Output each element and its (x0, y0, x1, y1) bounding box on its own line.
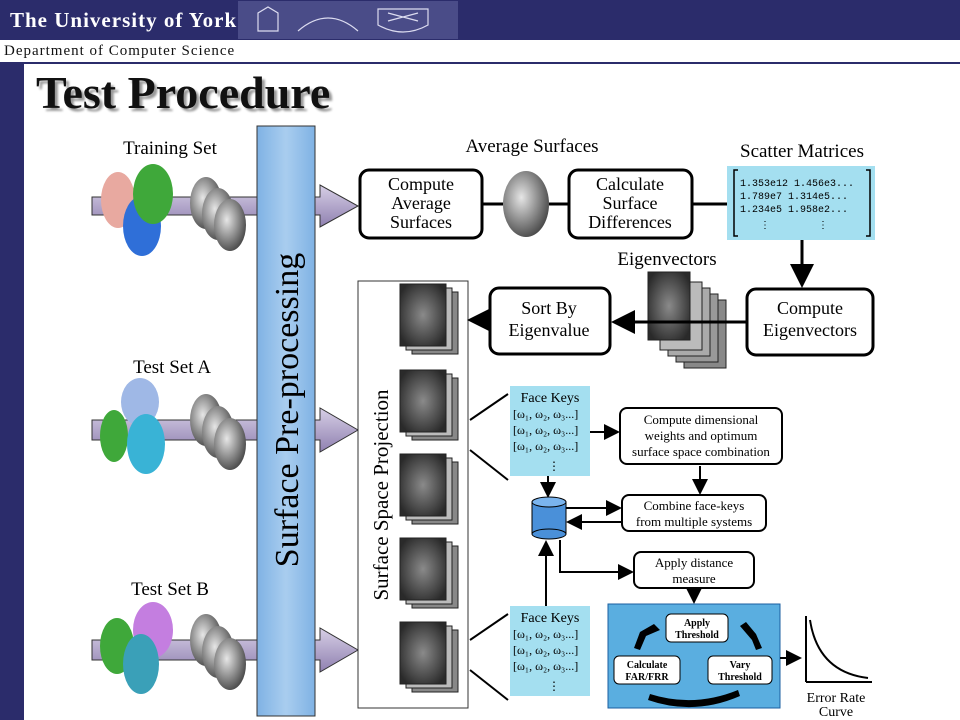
face-keys-b-title: Face Keys (521, 611, 580, 626)
scatter-matrix (727, 166, 875, 240)
test-b-faces (100, 602, 246, 694)
face-key-row: [ω₁, ω₂, ω₃...] (513, 627, 578, 641)
face-key-row: [ω₁, ω₂, ω₃...] (513, 659, 578, 673)
compute-eigen-line-1: Compute (777, 298, 843, 318)
compute-average-line-3: Surfaces (390, 212, 452, 232)
vary-threshold-box (707, 655, 773, 685)
test-a-faces (100, 378, 246, 474)
test-set-b-label: Test Set B (131, 579, 209, 600)
combine-keys-line-1: Combine face-keys (644, 498, 745, 513)
matrix-dots: ⋮ (818, 221, 828, 232)
compute-weights-line-3: surface space combination (632, 444, 770, 459)
sort-eigen-line-2: Eigenvalue (509, 320, 590, 340)
loop-arrows (634, 622, 762, 708)
calculate-far-line-2: FAR/FRR (625, 672, 669, 683)
matrix-row: 1.353e12 1.456e3... (740, 179, 854, 190)
eigenvector-stack (647, 271, 727, 369)
face-keys-a (510, 386, 590, 476)
compute-average-line-2: Average (391, 193, 451, 213)
calculate-far-box (613, 655, 681, 685)
compute-average-line-1: Compute (388, 174, 454, 194)
compute-weights-line-1: Compute dimensional (644, 412, 759, 427)
face-key-dots: ⋮ (548, 459, 560, 473)
average-surfaces-label: Average Surfaces (465, 136, 598, 157)
test-set-a-label: Test Set A (133, 357, 211, 378)
slide-title: Test Procedure (36, 67, 331, 118)
apply-threshold-box (665, 613, 729, 643)
vary-threshold-line-1: Vary (730, 660, 751, 671)
combine-keys-box (621, 494, 767, 532)
department-bar: Department of Computer Science (0, 40, 960, 64)
connector (469, 669, 509, 701)
connector (469, 449, 509, 481)
matrix-dots: ⋮ (760, 221, 770, 232)
crest-icon (238, 1, 458, 39)
department-name: Department of Computer Science (4, 43, 236, 59)
apply-distance-line-1: Apply distance (655, 555, 734, 570)
face-keys-b (510, 606, 590, 696)
error-rate-chart (805, 616, 872, 683)
preprocessing-label: Surface Pre-processing (269, 253, 306, 567)
compute-eigen-line-2: Eigenvectors (763, 320, 857, 340)
average-face-icon (503, 171, 549, 237)
training-faces (101, 164, 246, 256)
database-icon (531, 496, 567, 540)
face-key-row: [ω₁, ω₂, ω₃...] (513, 423, 578, 437)
matrix-row: 1.234e5 1.958e2... (740, 205, 848, 216)
calc-differences-line-3: Differences (588, 212, 672, 232)
matrix-row: 1.789e7 1.314e5... (740, 192, 848, 203)
face-key-row: [ω₁, ω₂, ω₃...] (513, 439, 578, 453)
eigenvectors-label: Eigenvectors (617, 249, 716, 270)
face-key-row: [ω₁, ω₂, ω₃...] (513, 407, 578, 421)
arrow (559, 540, 634, 580)
matrix-brackets (733, 169, 871, 237)
apply-threshold-line-2: Threshold (675, 630, 719, 641)
face-key-row: [ω₁, ω₂, ω₃...] (513, 643, 578, 657)
side-bar (0, 64, 24, 720)
error-rate-line-1: Error Rate (807, 691, 866, 706)
scatter-matrices-label: Scatter Matrices (740, 141, 864, 162)
apply-threshold-line-1: Apply (684, 618, 710, 629)
sort-eigen-line-1: Sort By (521, 298, 577, 318)
combine-keys-line-2: from multiple systems (636, 514, 752, 529)
error-rate-line-2: Curve (819, 705, 853, 720)
connector (469, 613, 509, 641)
face-keys-a-title: Face Keys (521, 391, 580, 406)
university-name: The University of York (10, 8, 238, 32)
calculate-far-line-1: Calculate (627, 660, 668, 671)
training-set-label: Training Set (123, 138, 218, 159)
compute-weights-box (619, 407, 783, 465)
projection-label: Surface Space Projection (369, 389, 393, 601)
connector (469, 393, 509, 421)
face-key-dots: ⋮ (548, 679, 560, 693)
calc-differences-line-2: Surface (603, 193, 658, 213)
calc-differences-line-1: Calculate (596, 174, 664, 194)
apply-distance-line-2: measure (672, 571, 716, 586)
compute-weights-line-2: weights and optimum (645, 428, 758, 443)
eigenface-stack (399, 283, 459, 693)
preprocessing-bar (256, 125, 316, 717)
vary-threshold-line-2: Threshold (718, 672, 762, 683)
header-bar: The University of York (0, 0, 960, 40)
